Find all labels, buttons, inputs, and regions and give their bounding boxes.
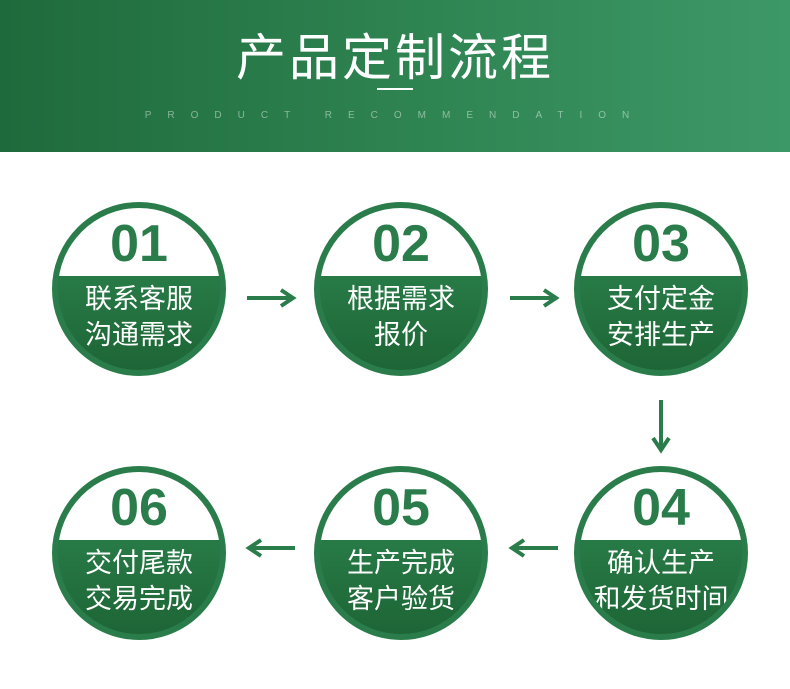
step-label-line2: 安排生产 [607, 320, 715, 351]
title-divider [377, 88, 413, 90]
step-label-line1: 支付定金 [607, 284, 715, 315]
header-banner: 产品定制流程 PRODUCT RECOMMENDATION [0, 0, 790, 152]
step-06: 06 交付尾款 交易完成 [52, 466, 226, 640]
step-label-line1: 联系客服 [85, 284, 193, 315]
step-number: 05 [372, 479, 430, 537]
arrow-right-icon [247, 288, 297, 308]
step-label-line1: 确认生产 [607, 548, 715, 579]
step-label-line2: 和发货时间 [593, 584, 729, 615]
arrow-left-icon [245, 538, 295, 558]
step-04: 04 确认生产 和发货时间 [574, 466, 748, 640]
step-05: 05 生产完成 客户验货 [314, 466, 488, 640]
arrow-down-icon [651, 400, 671, 454]
step-label-line1: 交付尾款 [85, 548, 193, 579]
step-number: 03 [632, 215, 690, 273]
step-label-line1: 根据需求 [347, 284, 455, 315]
page-title: 产品定制流程 [236, 29, 554, 87]
step-label-line2: 报价 [374, 320, 428, 351]
step-label-line1: 生产完成 [347, 548, 455, 579]
page-subtitle: PRODUCT RECOMMENDATION [144, 110, 646, 121]
step-03: 03 支付定金 安排生产 [574, 202, 748, 376]
step-number: 06 [110, 479, 168, 537]
step-label-line2: 交易完成 [85, 584, 193, 615]
arrow-right-icon [510, 288, 560, 308]
step-02: 02 根据需求 报价 [314, 202, 488, 376]
step-label-line2: 客户验货 [347, 584, 455, 615]
step-number: 02 [372, 215, 430, 273]
arrow-left-icon [508, 538, 558, 558]
step-01: 01 联系客服 沟通需求 [52, 202, 226, 376]
step-label-line2: 沟通需求 [85, 320, 193, 351]
step-number: 01 [110, 215, 168, 273]
step-number: 04 [632, 479, 690, 537]
